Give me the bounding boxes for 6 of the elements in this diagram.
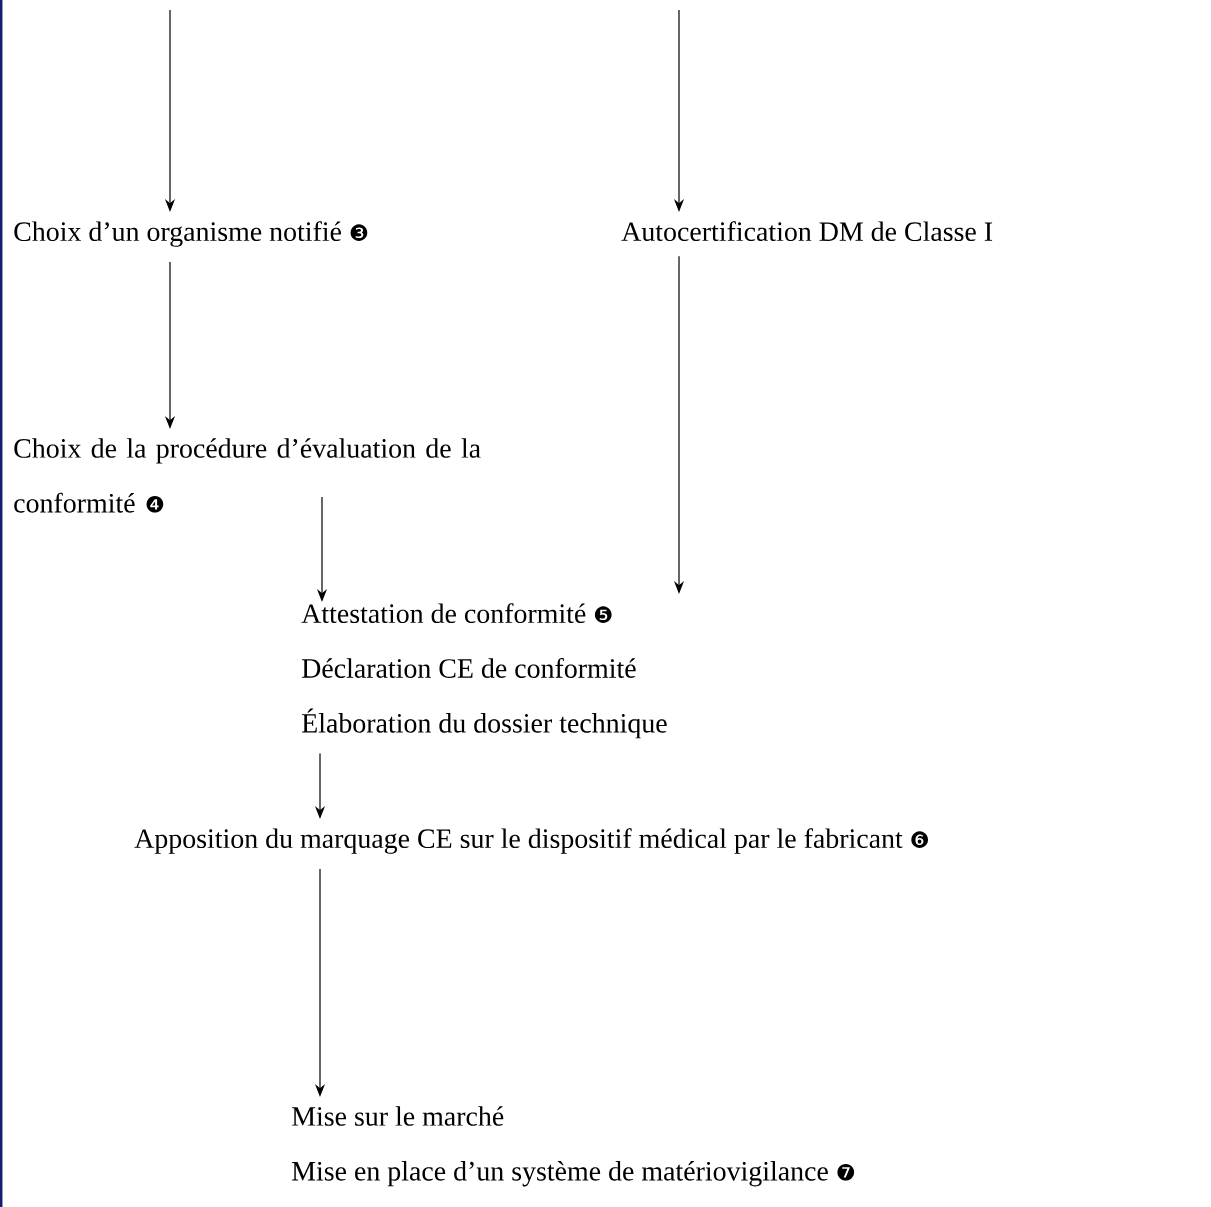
step-text: Autocertification DM de Classe I (621, 221, 993, 242)
step-text: Attestation de conformité ❺ Déclaration CE de conformité Élaboration du dossier technique (301, 603, 667, 739)
step-text: Mise sur le marché Mise en place d’un système de matériovigilance ❼ (292, 1106, 855, 1187)
step-text: Apposition du marquage CE sur le dispositif médical par le fabricant ❻ (134, 828, 928, 854)
step-text: Choix d’un organisme notifié ❸ (14, 221, 368, 247)
step-text: Choix de la procédure d’évaluation de la conformité ❹ (14, 438, 481, 513)
